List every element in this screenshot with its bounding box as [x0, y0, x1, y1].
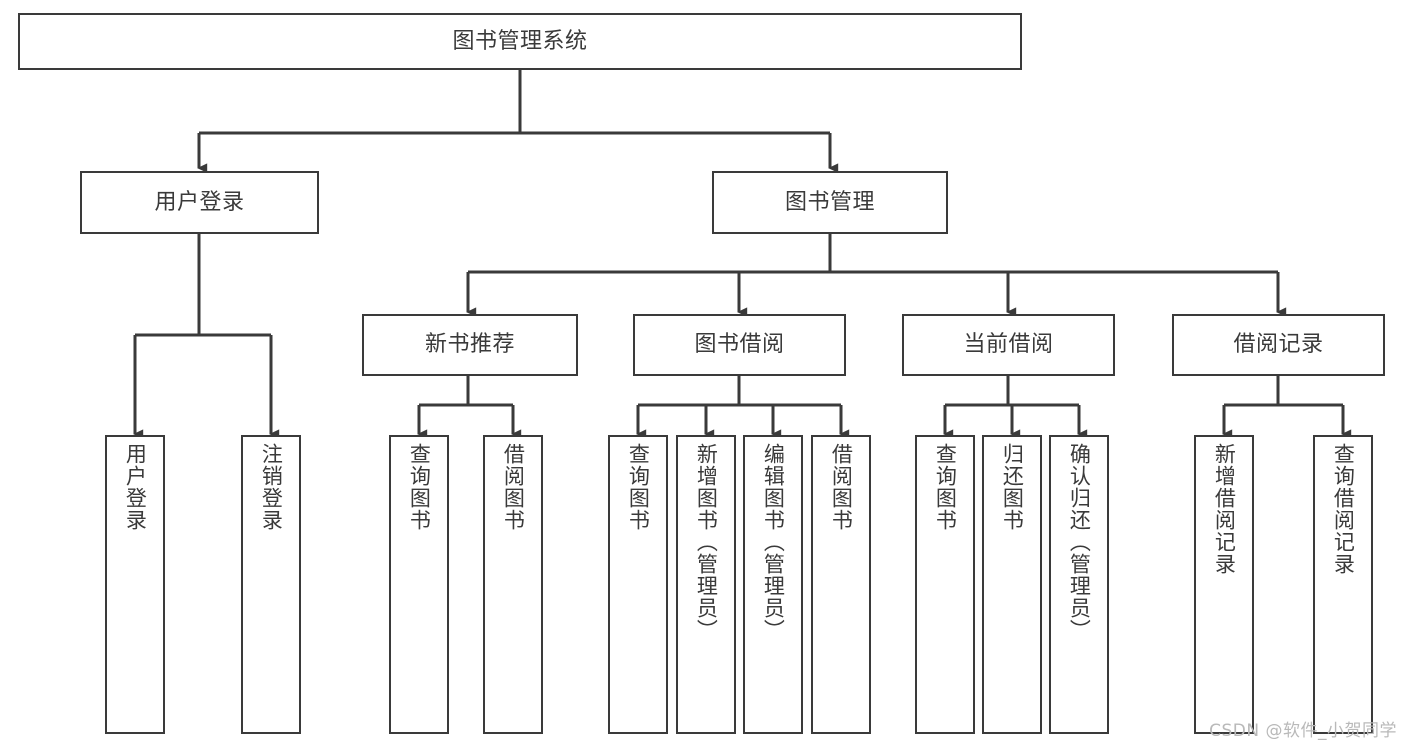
- leaf-label: 借阅图书: [501, 443, 526, 531]
- watermark: CSDN @软件_小贺同学: [1209, 721, 1397, 741]
- leaf-recommend-query-book[interactable]: 查询图书: [389, 435, 449, 734]
- leaf-borrow-query-book[interactable]: 查询图书: [608, 435, 668, 734]
- leaf-borrow-borrow-book[interactable]: 借阅图书: [811, 435, 871, 734]
- leaf-label: 借阅图书: [829, 443, 854, 531]
- node-new-book-recommend[interactable]: 新书推荐: [362, 314, 578, 376]
- node-user-login[interactable]: 用户登录: [80, 171, 319, 234]
- leaf-current-return-book[interactable]: 归还图书: [982, 435, 1042, 734]
- leaf-label: 查询借阅记录: [1331, 443, 1356, 575]
- node-root[interactable]: 图书管理系统: [18, 13, 1022, 70]
- leaf-record-query-record[interactable]: 查询借阅记录: [1313, 435, 1373, 734]
- leaf-borrow-add-book-admin[interactable]: 新增图书（管理员）: [676, 435, 736, 734]
- leaf-user-login-login[interactable]: 用户登录: [105, 435, 165, 734]
- leaf-label: 注销登录: [259, 443, 284, 531]
- node-book-borrow-label: 图书借阅: [694, 332, 785, 358]
- leaf-current-query-book[interactable]: 查询图书: [915, 435, 975, 734]
- leaf-label: 归还图书: [1000, 443, 1025, 531]
- node-book-management-label: 图书管理: [784, 189, 875, 215]
- node-new-book-recommend-label: 新书推荐: [424, 332, 515, 358]
- node-borrow-record[interactable]: 借阅记录: [1172, 314, 1385, 376]
- leaf-label: 新增图书（管理员）: [694, 443, 719, 641]
- node-book-management[interactable]: 图书管理: [712, 171, 948, 234]
- leaf-label: 查询图书: [626, 443, 651, 531]
- leaf-label: 查询图书: [933, 443, 958, 531]
- node-user-login-label: 用户登录: [154, 189, 245, 215]
- leaf-borrow-edit-book-admin[interactable]: 编辑图书（管理员）: [743, 435, 803, 734]
- leaf-label: 用户登录: [123, 443, 148, 531]
- leaf-user-login-logout[interactable]: 注销登录: [241, 435, 301, 734]
- node-current-borrow[interactable]: 当前借阅: [902, 314, 1115, 376]
- node-book-borrow[interactable]: 图书借阅: [633, 314, 846, 376]
- leaf-recommend-borrow-book[interactable]: 借阅图书: [483, 435, 543, 734]
- leaf-label: 新增借阅记录: [1212, 443, 1237, 575]
- leaf-label: 编辑图书（管理员）: [761, 443, 786, 641]
- node-root-label: 图书管理系统: [452, 28, 588, 54]
- node-current-borrow-label: 当前借阅: [963, 332, 1054, 358]
- node-borrow-record-label: 借阅记录: [1233, 332, 1324, 358]
- leaf-record-add-record[interactable]: 新增借阅记录: [1194, 435, 1254, 734]
- leaf-label: 确认归还（管理员）: [1067, 443, 1092, 641]
- leaf-current-confirm-return-admin[interactable]: 确认归还（管理员）: [1049, 435, 1109, 734]
- leaf-label: 查询图书: [407, 443, 432, 531]
